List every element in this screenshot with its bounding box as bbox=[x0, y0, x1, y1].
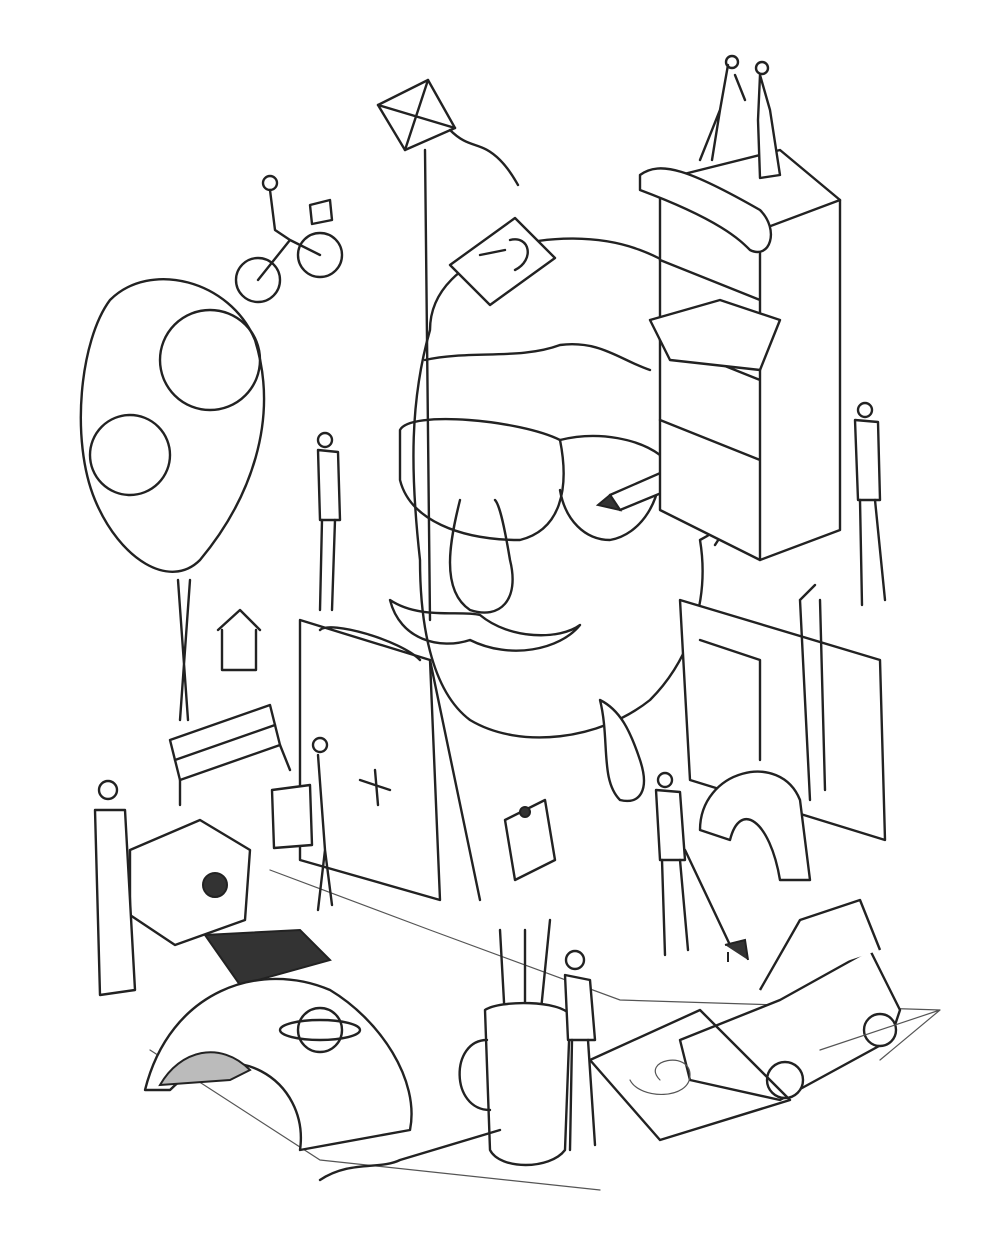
tunnel-with-planets bbox=[143, 928, 413, 1152]
paintbrush bbox=[318, 1128, 502, 1182]
tree bbox=[79, 278, 266, 722]
standing-figure-right bbox=[853, 401, 887, 607]
car bbox=[678, 898, 941, 1102]
projector bbox=[128, 818, 252, 947]
arch bbox=[698, 770, 812, 882]
sharpener bbox=[503, 798, 557, 882]
filing-cabinet bbox=[638, 148, 842, 562]
spiral-mat bbox=[588, 1008, 792, 1142]
cyclist bbox=[234, 174, 344, 304]
figure-with-board bbox=[270, 736, 334, 912]
figures-shaking-hands bbox=[698, 54, 782, 180]
nose-and-mustache bbox=[388, 498, 646, 803]
park-bench bbox=[168, 703, 292, 807]
house bbox=[216, 608, 262, 672]
pencil-cup bbox=[458, 918, 572, 1167]
kite bbox=[376, 78, 520, 622]
figure-with-dog bbox=[654, 771, 749, 962]
easel-canvas bbox=[298, 618, 482, 902]
woman-figure bbox=[93, 779, 137, 997]
figure-by-cup bbox=[563, 949, 597, 1152]
note-sign bbox=[448, 216, 557, 307]
glasses bbox=[398, 417, 662, 542]
figure-on-easel bbox=[316, 431, 342, 612]
